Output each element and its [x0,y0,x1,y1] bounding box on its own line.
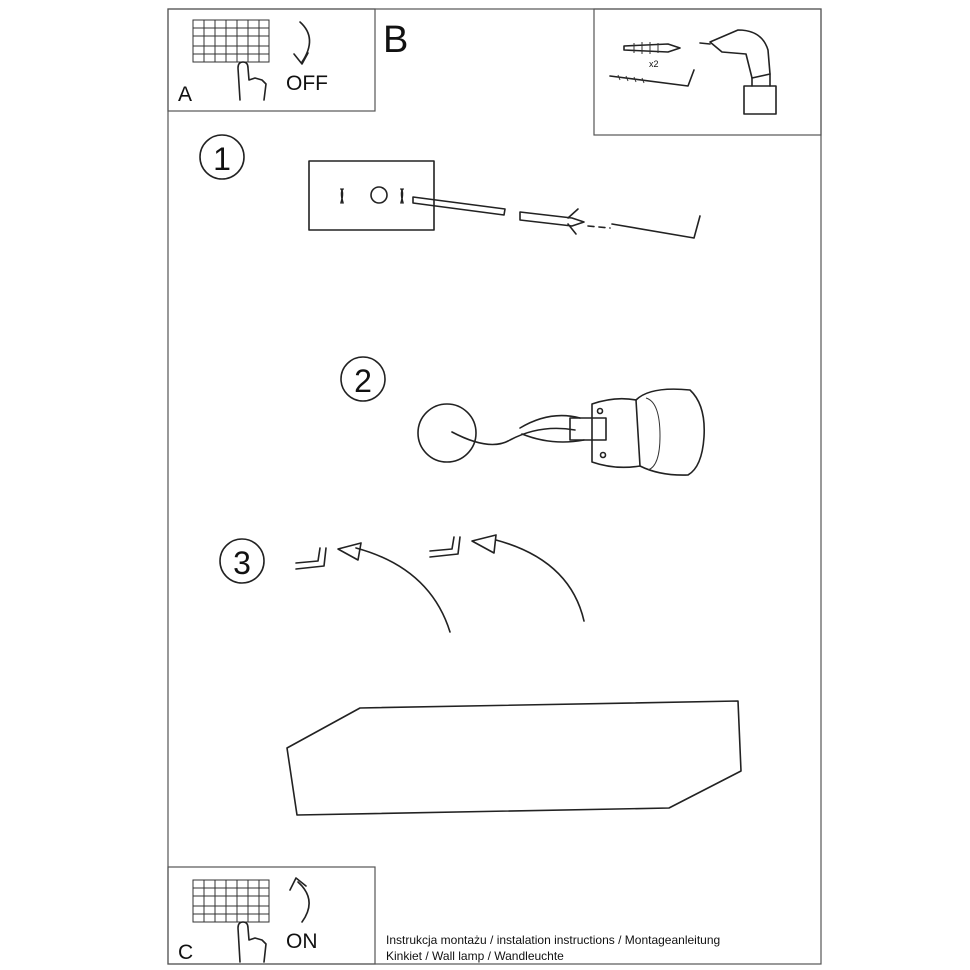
hand-icon [237,61,267,101]
arc-arrow-left [355,547,451,633]
terminal-block [569,417,607,441]
footer-line-2: Kinkiet / Wall lamp / Wandleuchte [386,949,564,963]
screw [412,196,506,216]
tools-panel: x2 [593,8,822,136]
panel-a-letter: A [178,83,192,106]
panel-c-letter: C [178,941,193,964]
lamp-base [635,388,706,476]
step-2-number: 2 [354,363,372,399]
drill-icon [699,29,777,115]
lamp-shade [286,700,742,816]
step-1-number: 1 [213,141,231,177]
arc-arrow-right [495,539,585,622]
mounting-plate [308,160,435,231]
hook-left [295,547,321,564]
hook-right [429,536,455,552]
page-frame [167,8,822,965]
keyhole-right [400,188,404,204]
wall-plug-icon [623,42,681,54]
footer-line-1: Instrukcja montażu / instalation instruc… [386,933,720,947]
step-3: 3 [219,534,585,633]
keyhole-left [340,188,344,204]
hand-icon [237,921,267,963]
panel-c: C ON [167,866,376,965]
cable [451,427,576,446]
center-hole [370,186,388,204]
arrow-up-icon [297,881,310,923]
hook-screw-icon [609,69,695,87]
panel-a-action: OFF [286,72,328,95]
fuse-box-icon [192,879,270,923]
arrow-down-icon [299,21,311,63]
quantity-label: x2 [649,59,659,69]
wire-outlet [417,403,477,463]
panel-c-action: ON [286,930,318,953]
step-3-number: 3 [233,545,251,581]
wall-plug [519,208,585,235]
fuse-box-icon [192,19,270,63]
hook-screw [611,215,701,239]
panel-b-letter: B [383,19,408,61]
step-2: 2 [340,356,706,476]
step-1: 1 [199,134,701,239]
panel-a: A OFF [167,8,376,112]
